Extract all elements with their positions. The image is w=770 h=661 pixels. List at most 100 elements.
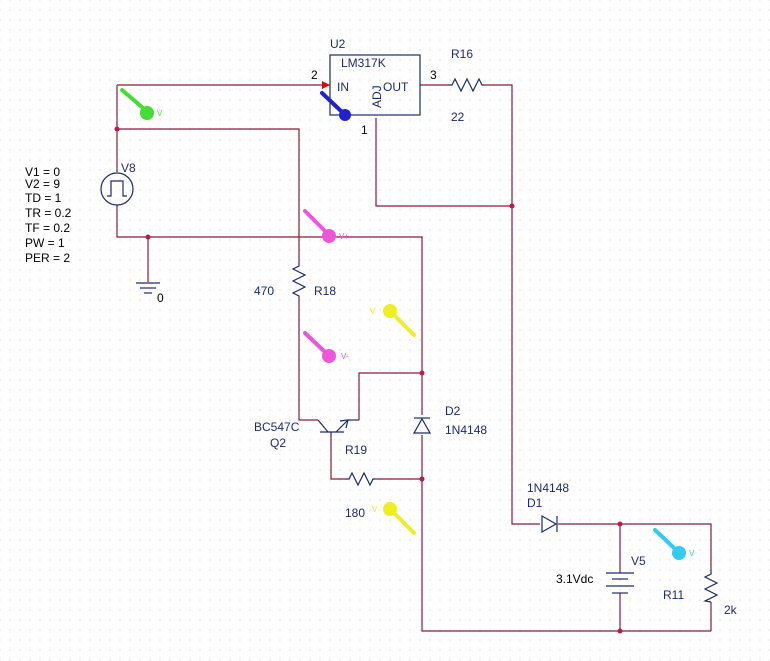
r18-value: 470: [254, 284, 274, 298]
diode-d2[interactable]: D2 1N4148: [412, 404, 487, 437]
voltage-probe-yellow-lower[interactable]: V: [372, 502, 416, 535]
probe-icon: [120, 88, 145, 110]
junction: [617, 628, 623, 634]
wire-r18-to-q2[interactable]: [298, 298, 318, 421]
diode-d1[interactable]: 1N4148 D1: [527, 481, 569, 534]
junction: [419, 476, 425, 482]
voltage-probe-yellow-upper[interactable]: V: [370, 304, 416, 337]
resistor-r16[interactable]: R16 22: [448, 47, 484, 124]
ground-label: 0: [157, 291, 164, 305]
voltage-probe-green[interactable]: V: [120, 88, 163, 120]
diode-triangle: [541, 514, 558, 534]
r11-ref: R11: [663, 588, 684, 602]
v8-params: V1 = 0 V2 = 9 TD = 1 TR = 0.2 TF = 0.2 P…: [25, 165, 72, 265]
junction: [617, 521, 623, 527]
wire-adj-feedback[interactable]: [375, 118, 512, 207]
u2-pin-number-out: 3: [430, 68, 437, 82]
v8-param: TR = 0.2: [25, 206, 72, 220]
battery-v5[interactable]: V5 3.1Vdc: [556, 554, 646, 594]
junction: [145, 234, 151, 240]
probe-label: V+: [339, 232, 349, 241]
probe-tip: [383, 304, 397, 318]
probe-icon: [393, 314, 416, 337]
r16-ref: R16: [451, 47, 473, 61]
d2-part: 1N4148: [445, 423, 487, 437]
source-v8[interactable]: V8: [100, 161, 136, 207]
pulse-source-symbol: [100, 172, 134, 206]
v8-param: V1 = 0: [25, 165, 60, 179]
v8-param: PER = 2: [25, 251, 70, 265]
voltage-probe-vminus[interactable]: V-: [303, 331, 349, 363]
wires: [116, 84, 712, 632]
resistor-zigzag: [703, 570, 719, 603]
resistor-r11[interactable]: R11 2k: [663, 570, 738, 617]
wire-v8-to-r18[interactable]: [117, 128, 300, 262]
voltage-probe-cyan[interactable]: V: [653, 528, 695, 560]
u2-pin-adj: ADJ: [370, 85, 384, 108]
probe-tip: [339, 109, 351, 121]
u2-ref: U2: [330, 37, 346, 51]
wire-q2-emitter[interactable]: [358, 372, 422, 420]
regulator-u2[interactable]: U2 LM317K IN OUT ADJ 2 3 1: [311, 37, 437, 137]
probe-label: V-: [341, 352, 349, 361]
pin-arrow-icon: [322, 81, 330, 89]
u2-pin-number-adj: 1: [361, 123, 368, 137]
v5-value: 3.1Vdc: [556, 572, 593, 586]
resistor-zigzag: [291, 262, 307, 298]
transistor-q2[interactable]: BC547C Q2: [254, 419, 359, 450]
q2-part: BC547C: [254, 420, 300, 434]
resistor-zigzag: [345, 471, 375, 487]
probe-icon: [393, 512, 416, 535]
resistor-r18[interactable]: 470 R18: [254, 262, 336, 298]
u2-pin-out: OUT: [383, 80, 409, 94]
r18-ref: R18: [314, 284, 336, 298]
wire-v8-bottom[interactable]: [116, 207, 423, 415]
pulse-icon: [107, 180, 127, 197]
u2-pin-in: IN: [337, 80, 349, 94]
probe-tip: [322, 349, 336, 363]
probe-label: V: [372, 505, 378, 514]
probe-tip: [140, 106, 154, 120]
wire-r16-to-d1[interactable]: [484, 84, 540, 525]
probe-tip: [672, 546, 686, 560]
d2-ref: D2: [445, 404, 461, 418]
v8-param: TF = 0.2: [25, 221, 70, 235]
q2-collector: [317, 419, 329, 433]
d1-part: 1N4148: [527, 481, 569, 495]
r11-value: 2k: [724, 603, 738, 617]
v5-ref: V5: [631, 554, 646, 568]
junction: [509, 203, 515, 209]
ground-symbol[interactable]: 0: [136, 282, 164, 305]
probe-icon: [320, 91, 343, 113]
wire-d1-to-load[interactable]: [558, 523, 712, 570]
diode-triangle: [412, 417, 432, 434]
junction: [419, 370, 425, 376]
r19-ref: R19: [345, 443, 367, 457]
probe-label: V: [370, 307, 376, 316]
junctions: [114, 126, 623, 634]
probe-label: V: [689, 549, 695, 558]
r19-value: 180: [345, 506, 365, 520]
d1-ref: D1: [527, 496, 543, 510]
v8-ref: V8: [121, 161, 136, 175]
voltage-probe-blue[interactable]: [320, 91, 351, 121]
q2-emitter: [335, 419, 349, 433]
voltage-probe-vplus[interactable]: V+: [303, 209, 349, 243]
wire-bottom-rail[interactable]: [421, 435, 711, 632]
u2-part: LM317K: [341, 56, 386, 70]
probe-label: V: [157, 109, 163, 118]
resistor-r19[interactable]: R19 180: [345, 443, 375, 520]
resistor-zigzag: [448, 77, 484, 93]
v8-param: PW = 1: [25, 236, 65, 250]
v8-param: TD = 1: [25, 191, 62, 205]
probe-icon: [303, 209, 326, 232]
v8-param: V2 = 9: [25, 177, 60, 191]
u2-pin-number-in: 2: [311, 68, 318, 82]
probe-tip: [383, 502, 397, 516]
probe-tip: [322, 229, 336, 243]
probe-icon: [303, 331, 326, 353]
probe-icon: [653, 528, 676, 550]
junction: [114, 126, 120, 132]
wire-q2-base[interactable]: [330, 437, 345, 480]
